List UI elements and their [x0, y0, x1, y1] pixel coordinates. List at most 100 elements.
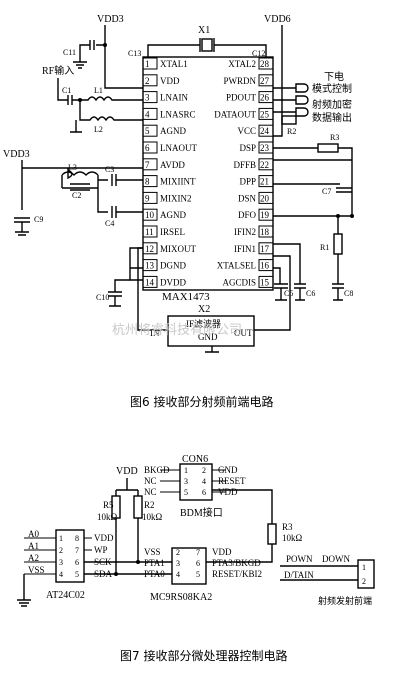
l3-label: L3 — [68, 163, 77, 172]
mc9rs08ka2-body — [171, 547, 207, 585]
right-pin-number: 16 — [260, 261, 270, 271]
c8-label: C8 — [344, 289, 353, 298]
con6-vdd-wire — [212, 489, 273, 524]
r1-label: R1 — [320, 243, 329, 252]
right-pin-box — [258, 191, 274, 204]
c11-label: C11 — [63, 48, 76, 57]
left-pin-number: 7 — [145, 160, 150, 170]
c4-label: C4 — [105, 219, 114, 228]
right-pin-box — [258, 275, 274, 288]
right-pin-number: 15 — [260, 277, 270, 287]
con6-right-num: 2 — [202, 466, 206, 475]
right-pin-number: 18 — [260, 227, 270, 237]
c13-label: C13 — [128, 49, 141, 58]
pullup-wires — [115, 518, 139, 574]
left-pin-name: MIXIINT — [160, 177, 196, 187]
eeprom-left-name: A1 — [28, 541, 39, 551]
rf-connector-body — [357, 559, 375, 589]
right-pin-box — [258, 242, 274, 255]
c10-label: C10 — [96, 293, 109, 302]
eeprom-left-num: 4 — [59, 570, 63, 579]
right-pin-name: DFO — [238, 210, 257, 220]
c6-label: C6 — [306, 289, 315, 298]
c10-capacitor — [108, 279, 130, 307]
right-pin-box — [258, 57, 274, 70]
dataout-connector — [273, 107, 309, 117]
r5-value: 10kΩ — [97, 512, 118, 522]
left-pin-number: 5 — [145, 126, 150, 136]
c9-label: C9 — [34, 215, 43, 224]
if-filter-wires — [137, 247, 291, 353]
c8-capacitor — [332, 270, 344, 301]
l1-label: L1 — [94, 86, 103, 95]
left-pin-name: AGND — [160, 210, 186, 220]
right-pin-number-column: 28XTAL227PWRDN26PDOUT25DATAOUT24VCC23DSP… — [214, 57, 274, 288]
left-pin-name: MIXIN2 — [160, 193, 192, 203]
vdd3-left-label: VDD3 — [3, 149, 30, 160]
l2-inductor — [70, 100, 143, 133]
if-in-label: IN — [150, 328, 160, 338]
con6-right-name: RESET — [218, 476, 246, 486]
right-pin-number: 27 — [260, 76, 270, 86]
right-pin-box — [258, 158, 274, 171]
left-pin-number: 6 — [145, 143, 150, 153]
right-pin-name: DPP — [239, 177, 256, 187]
left-pin-name: LNAIN — [160, 93, 188, 103]
r2b-label: R2 — [144, 500, 155, 510]
con6-left-name: NC — [144, 476, 157, 486]
left-pin-name: DVDD — [160, 277, 186, 287]
eeprom-right-name: VDD — [94, 533, 114, 543]
if-filter-label: IF滤波器 — [186, 318, 221, 329]
figure-7-caption: 图7 接收部分微处理器控制电路 — [120, 648, 287, 663]
right-pin-name: VCC — [237, 126, 256, 136]
figure-6-caption: 图6 接收部分射频前端电路 — [130, 394, 273, 409]
right-pin-name: IFIN2 — [234, 227, 256, 237]
r3-label: R3 — [330, 133, 339, 142]
dgnd-wire — [129, 247, 143, 281]
vdd3-top-label: VDD3 — [97, 14, 124, 25]
left-pin-number: 12 — [145, 244, 154, 254]
if-out-label: OUT — [234, 328, 253, 338]
right-pin-box — [258, 259, 274, 272]
left-pin-box — [142, 191, 158, 204]
con6-body — [179, 463, 213, 501]
mcu-left-num: 3 — [176, 559, 180, 568]
left-pin-number: 3 — [145, 93, 150, 103]
left-pin-number: 13 — [145, 261, 155, 271]
max1473-chip-body — [142, 56, 274, 291]
x2-label: X2 — [198, 304, 210, 315]
left-pin-box — [142, 275, 158, 288]
right-pin-box — [258, 74, 274, 87]
note-dataout-line2: 数据输出 — [312, 111, 352, 124]
watermark-text: 杭州将睿科技有限公司 — [112, 322, 242, 337]
mcu-right-num: 5 — [196, 570, 200, 579]
c5-label: C5 — [284, 289, 293, 298]
right-pin-name: DSN — [238, 193, 257, 203]
conn-label-data: D/TAIN — [284, 570, 314, 580]
left-pin-box — [142, 107, 158, 120]
l1-inductor — [72, 96, 143, 102]
c11-capacitor — [73, 40, 105, 69]
r3b-value: 10kΩ — [282, 533, 303, 543]
vcc-wire — [273, 25, 283, 137]
left-pin-name: VDD — [160, 76, 180, 86]
right-pin-number: 21 — [260, 177, 269, 187]
r5-label: R5 — [103, 500, 114, 510]
left-pin-box — [142, 74, 158, 87]
left-pin-box — [142, 57, 158, 70]
x1-label: X1 — [198, 25, 210, 36]
rf-connector-pin1: 1 — [362, 563, 366, 572]
mcu-left-name: PTA1 — [144, 558, 165, 568]
rf-input-label: RF输入 — [42, 64, 74, 77]
note-dataout-line1: 射频加密 — [312, 98, 352, 111]
left-pin-name: IRSEL — [160, 227, 185, 237]
right-pin-box — [258, 124, 274, 137]
right-pin-name: AGCDIS — [222, 277, 256, 287]
eeprom-right-name: WP — [94, 545, 108, 555]
right-pin-name: DFFB — [233, 160, 256, 170]
